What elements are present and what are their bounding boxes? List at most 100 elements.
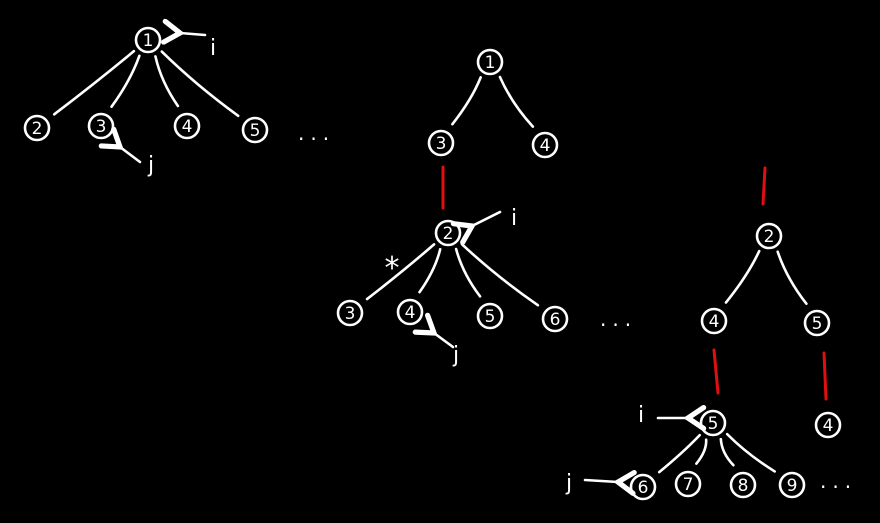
tree-edge <box>695 438 708 465</box>
tree-node-2: 2 <box>23 114 51 142</box>
pointer-label: j <box>452 343 459 368</box>
tree-node-6: 6 <box>629 473 657 501</box>
node-circle <box>134 26 162 54</box>
tree-node-4: 4 <box>173 112 201 140</box>
node-label: 2 <box>764 227 775 247</box>
tree-e: 5 6 7 8 9 4 <box>629 409 842 501</box>
pointer-arrow-icon <box>161 18 207 45</box>
tree-edge <box>498 75 535 128</box>
node-circle <box>541 305 569 333</box>
crossed-edge-mark: * <box>385 251 400 286</box>
pointer-j: j <box>412 312 459 368</box>
node-label: 4 <box>709 312 720 332</box>
tree-node-3: 3 <box>87 112 115 140</box>
tree-edge <box>719 437 735 467</box>
node-label: 3 <box>345 304 356 324</box>
node-circle <box>241 116 269 144</box>
node-circle <box>674 470 702 498</box>
node-circle <box>814 411 842 439</box>
tree-node-4: 4 <box>814 411 842 439</box>
node-label: 6 <box>638 478 649 498</box>
tree-node-3: 3 <box>336 299 364 327</box>
node-circle <box>427 129 455 157</box>
red-link-layer <box>441 165 828 401</box>
tree-edge <box>52 49 136 116</box>
tree-node-4: 4 <box>396 298 424 326</box>
node-circle <box>476 302 504 330</box>
pointer-i: i <box>450 206 517 245</box>
red-link-line <box>761 166 767 206</box>
node-label: 3 <box>96 117 107 137</box>
node-circle <box>396 298 424 326</box>
node-label: 1 <box>485 53 496 73</box>
node-label: 6 <box>550 310 561 330</box>
pointer-i: i <box>638 403 707 431</box>
tree-node-2: 2 <box>755 222 783 250</box>
tree-node-9: 9 <box>778 471 806 499</box>
tree-a: 1 2 3 4 5 <box>23 26 269 144</box>
ellipsis: ... <box>820 469 857 493</box>
node-layer: 1 2 3 4 5 1 3 4 2 3 4 5 6 2 4 5 5 6 7 8 9 4 <box>23 26 842 501</box>
pointer-arrow-icon <box>450 210 502 245</box>
tree-node-7: 7 <box>674 470 702 498</box>
tree-edge <box>365 243 436 301</box>
tree-node-5: 5 <box>803 309 831 337</box>
node-label: 4 <box>540 136 551 156</box>
node-circle <box>173 112 201 140</box>
node-circle <box>803 309 831 337</box>
tree-edge <box>110 54 141 108</box>
node-circle <box>23 114 51 142</box>
pointer-arrow-icon <box>412 312 455 349</box>
annotation-layer: i j... * i j... i j... <box>98 18 857 496</box>
pointer-label: j <box>565 471 572 496</box>
tree-edge <box>460 242 540 307</box>
node-label: 7 <box>683 475 694 495</box>
node-label: 1 <box>143 31 154 51</box>
tree-edge <box>724 249 761 304</box>
node-label: 2 <box>32 119 43 139</box>
tree-edge <box>154 55 180 108</box>
tree-edge <box>725 432 776 473</box>
tree-node-2: 2 <box>434 219 462 247</box>
ellipsis: ... <box>600 307 637 331</box>
node-label: 4 <box>182 117 193 137</box>
node-label: 4 <box>405 303 416 323</box>
pointer-j: j <box>98 126 154 178</box>
tree-c: 2 3 4 5 6 <box>336 219 569 333</box>
tree-node-1: 1 <box>134 26 162 54</box>
tree-d: 2 4 5 <box>700 222 831 337</box>
pointer-arrow-icon <box>98 126 142 164</box>
node-label: 9 <box>787 476 798 496</box>
tree-node-8: 8 <box>729 471 757 499</box>
tree-node-4: 4 <box>531 131 559 159</box>
pointer-j: j <box>565 469 637 496</box>
node-circle <box>755 222 783 250</box>
tree-node-5: 5 <box>241 116 269 144</box>
tree-node-5: 5 <box>699 409 727 437</box>
tree-node-5: 5 <box>476 302 504 330</box>
node-label: 5 <box>485 307 496 327</box>
tree-b: 1 3 4 <box>427 48 559 159</box>
node-label: 5 <box>250 121 261 141</box>
tree-node-3: 3 <box>427 129 455 157</box>
node-circle <box>336 299 364 327</box>
node-circle <box>778 471 806 499</box>
node-label: 5 <box>708 414 719 434</box>
pointer-i: i <box>161 18 216 61</box>
node-label: 4 <box>823 416 834 436</box>
pointer-label: j <box>147 153 154 178</box>
node-circle <box>729 471 757 499</box>
node-circle <box>476 48 504 76</box>
tree-node-1: 1 <box>476 48 504 76</box>
node-label: 2 <box>443 224 454 244</box>
tree-edge <box>451 76 482 126</box>
tree-edge <box>160 50 240 118</box>
ellipsis: ... <box>298 121 335 145</box>
node-circle <box>531 131 559 159</box>
tree-edge <box>418 247 442 294</box>
pointer-label: i <box>638 403 644 428</box>
red-link-line <box>822 351 828 401</box>
node-label: 5 <box>812 314 823 334</box>
pointer-arrow-icon <box>583 469 637 496</box>
